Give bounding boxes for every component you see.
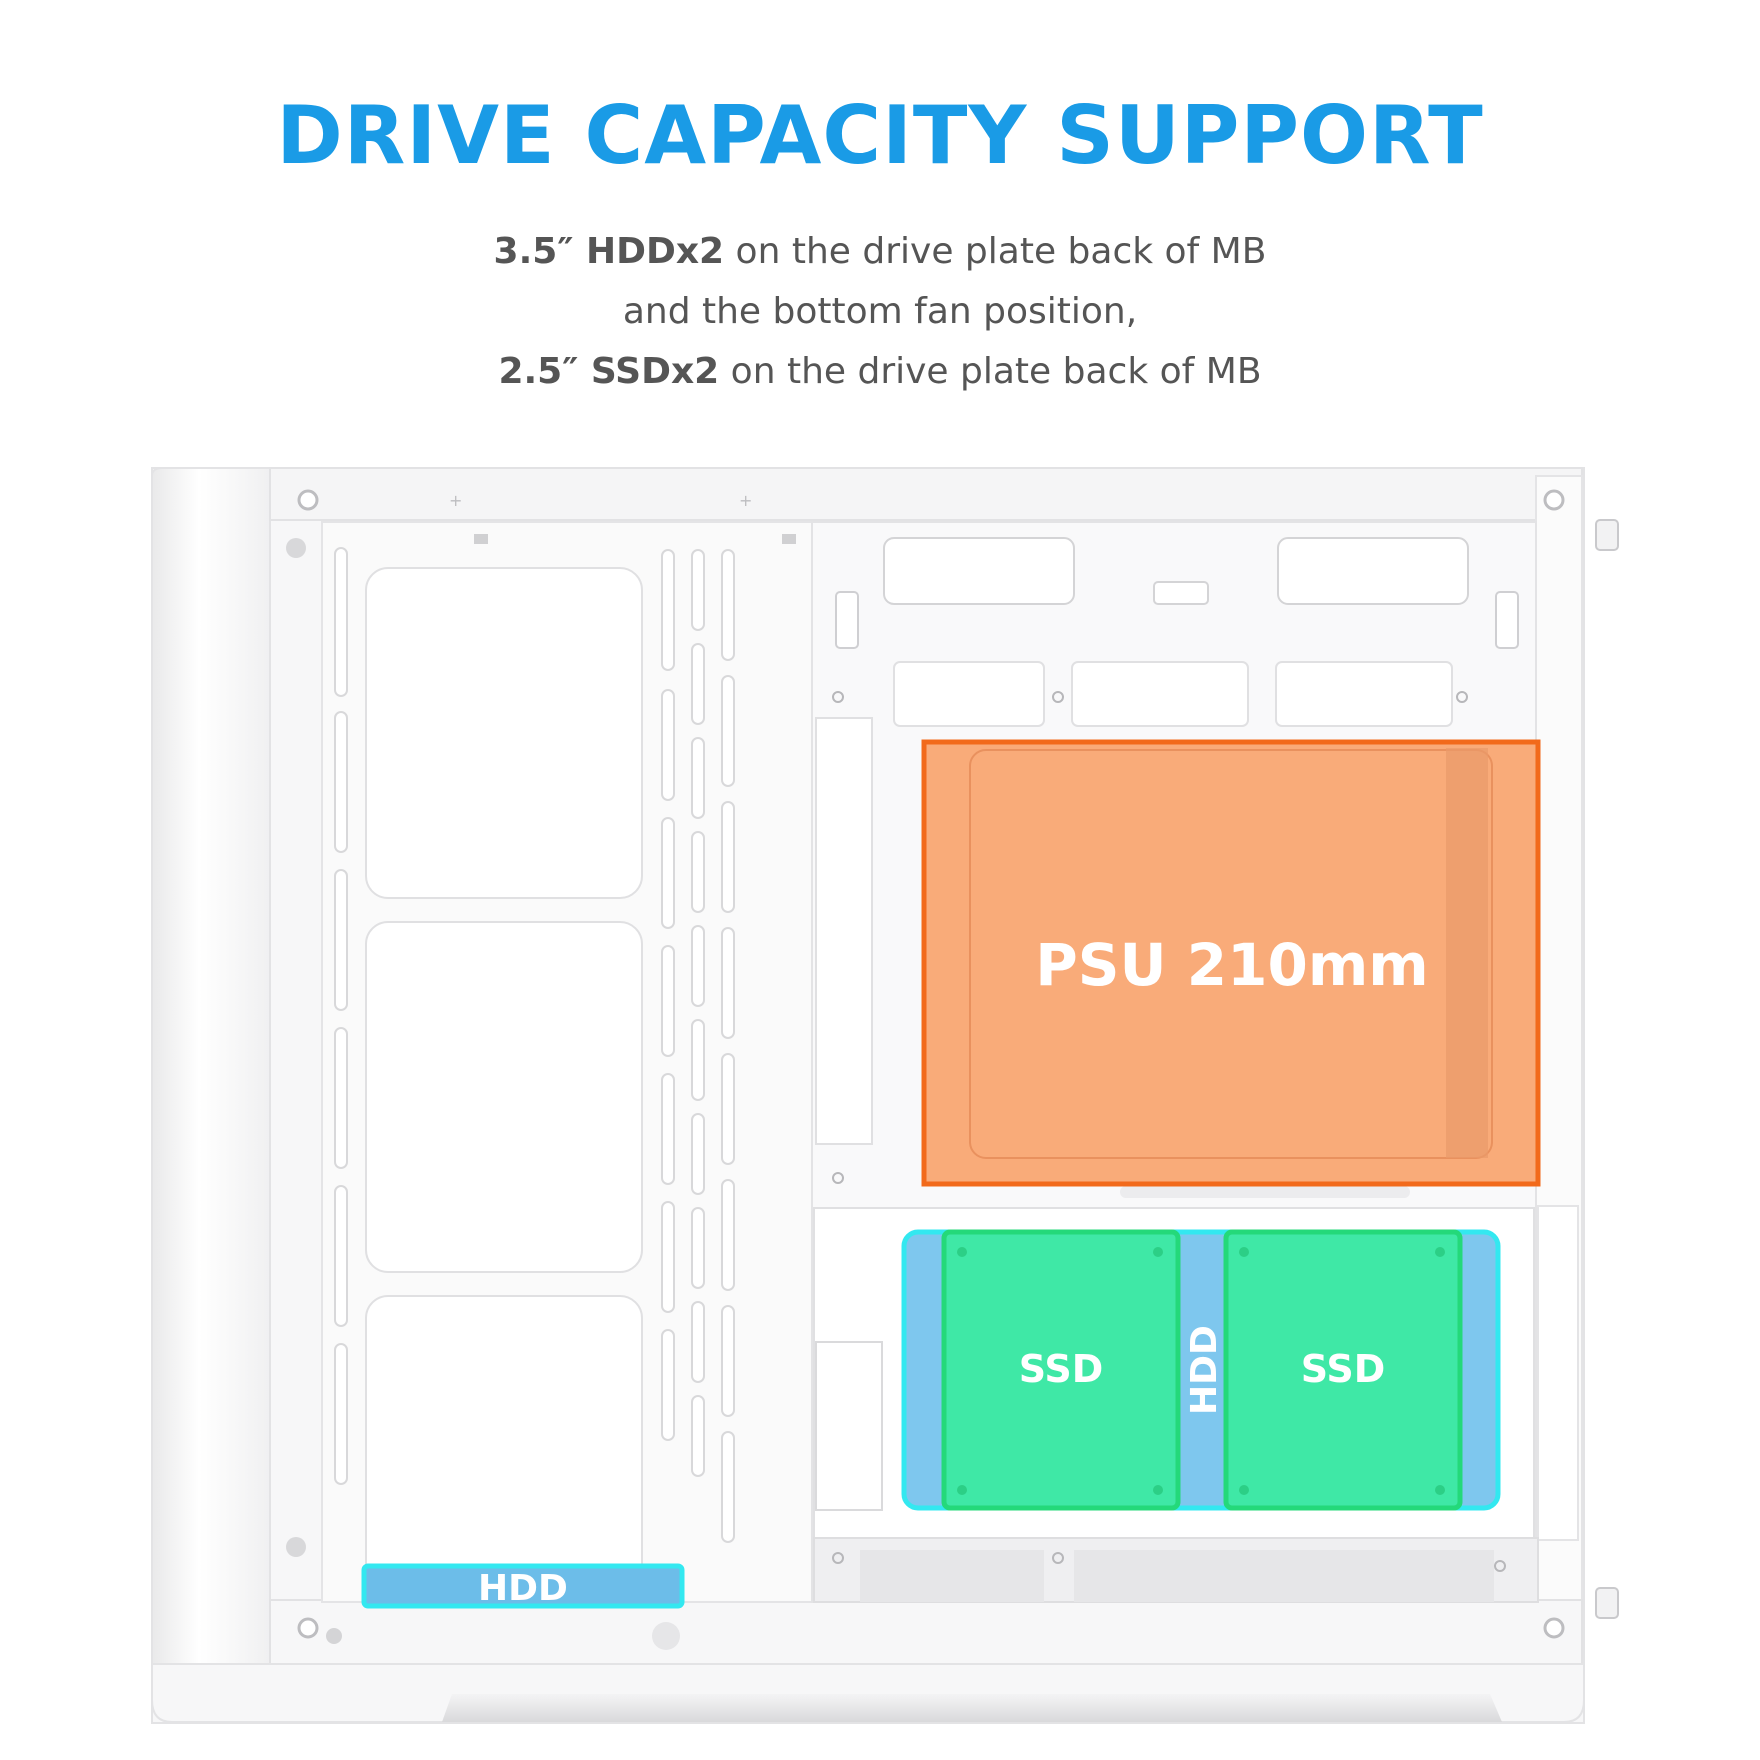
drive-plate <box>321 521 813 1603</box>
hdd-bottom-label: HDD <box>478 1568 568 1609</box>
page-title: DRIVE CAPACITY SUPPORT <box>276 89 1484 182</box>
description-line-2: and the bottom fan position, <box>622 291 1138 332</box>
ssd-spec: 2.5″ SSDx2 <box>498 351 720 392</box>
ssd-left-label: SSD <box>1019 1347 1104 1391</box>
bottom-hdd-overlay: HDD <box>361 1563 685 1609</box>
svg-text:+: + <box>449 491 462 510</box>
hdd-plate-label: HDD <box>1184 1325 1225 1415</box>
psu-overlay: PSU 210mm <box>921 739 1541 1187</box>
ssd-right-label: SSD <box>1301 1347 1386 1391</box>
description-line-1: 3.5″ HDDx2 on the drive plate back of MB <box>493 231 1267 272</box>
drive-bay-overlay: SSD SSD HDD <box>901 1229 1501 1511</box>
description-line-3: 2.5″ SSDx2 on the drive plate back of MB <box>498 351 1262 392</box>
description: 3.5″ HDDx2 on the drive plate back of MB… <box>0 222 1760 402</box>
psu-label: PSU 210mm <box>1035 931 1429 999</box>
svg-text:+: + <box>739 491 752 510</box>
ssd-left <box>941 1229 1181 1511</box>
hdd-spec: 3.5″ HDDx2 <box>493 231 725 272</box>
ssd-right <box>1223 1229 1463 1511</box>
